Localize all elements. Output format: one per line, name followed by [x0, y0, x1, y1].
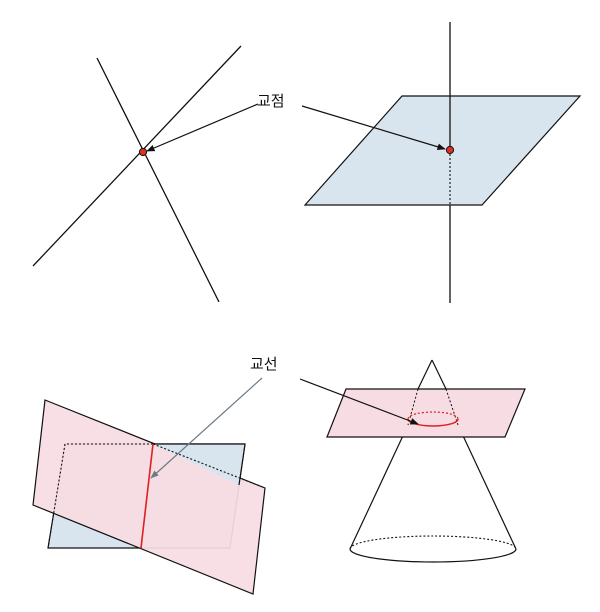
arrow-to-line-intersection — [146, 103, 259, 152]
label-intersection-line: 교선 — [250, 355, 278, 373]
two-lines-panel — [32, 45, 242, 303]
line-b — [32, 45, 242, 267]
blue-plane-visible-part — [153, 444, 245, 485]
plane — [303, 95, 582, 206]
cone-right-side — [457, 424, 517, 550]
arrow-to-plane-intersection — [301, 105, 446, 151]
two-planes-panel — [32, 399, 266, 595]
cone-base-front — [349, 548, 517, 563]
cone-base-back — [349, 535, 517, 550]
arrow-to-plane-intersection-line — [150, 377, 263, 479]
arrow-to-cone-intersection-circle — [299, 378, 419, 425]
blue-plane-right-edge — [238, 443, 246, 486]
line-plane-panel — [303, 22, 582, 303]
intersection-point-marker — [138, 147, 148, 157]
cone-plane-panel — [326, 359, 526, 563]
cone-apex-right — [431, 359, 447, 390]
label-intersection-point: 교점 — [257, 92, 285, 110]
cone-apex-left — [417, 359, 433, 390]
cone-left-side — [349, 424, 409, 550]
piercing-point-marker — [445, 145, 455, 155]
line-a — [96, 57, 220, 303]
hidden-edge-pink — [152, 443, 266, 489]
horizontal-plane — [326, 388, 526, 438]
hidden-edge-blue — [47, 443, 153, 549]
intersection-line-red — [140, 443, 154, 549]
